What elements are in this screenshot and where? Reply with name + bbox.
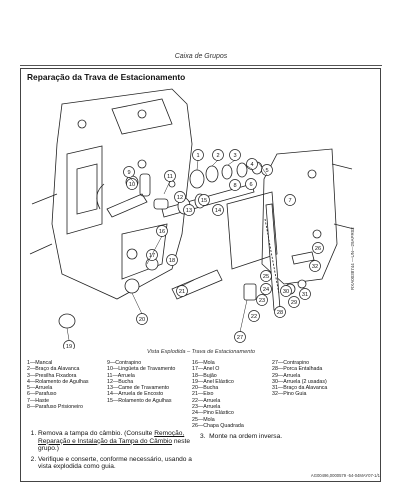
- legend-column-3: 16—Mola 17—Anel O 18—Bujão 19—Anel Elást…: [192, 360, 244, 429]
- legend-item: 2—Braço da Alavanca: [27, 366, 80, 373]
- legend-item: 4—Rolamento de Agulhas: [27, 378, 89, 385]
- step-3: 3. Monte na ordem inversa.: [200, 433, 283, 440]
- legend-item: 5—Arruela: [27, 385, 53, 392]
- legend-item: 22—Arruela: [192, 397, 221, 404]
- callout-10: 10: [129, 182, 135, 188]
- callout-28: 28: [277, 310, 283, 316]
- callout-17: 17: [149, 253, 155, 259]
- callout-19: 19: [66, 344, 72, 349]
- content-frame: [20, 68, 381, 482]
- legend-item: 31—Braço da Alavanca: [272, 385, 328, 392]
- legend-item: 1—Mancal: [27, 360, 53, 366]
- callout-12: 12: [177, 195, 183, 201]
- callout-24: 24: [263, 287, 269, 293]
- step-2: Verifique e conserte, conforme necessári…: [38, 456, 197, 471]
- legend-item: 13—Came de Travamento: [107, 385, 170, 392]
- callout-11: 11: [167, 174, 173, 180]
- header-rule: [20, 65, 382, 66]
- callout-30: 30: [283, 289, 289, 295]
- legend-item: 7—Haste: [27, 397, 50, 404]
- legend-item: 12—Bucha: [107, 378, 134, 385]
- callout-26: 26: [315, 246, 321, 252]
- legend-item: 24—Pino Elástico: [192, 410, 234, 417]
- leader-lines: [66, 159, 268, 341]
- legend-item: 9—Contrapino: [107, 360, 142, 366]
- callout-9: 9: [127, 170, 130, 176]
- callout-21: 21: [179, 289, 185, 295]
- figure-caption: Vista Explodida – Trava de Estacionament…: [146, 349, 255, 355]
- legend-column-1: 1—Mancal 2—Braço da Alavanca 3—Presilha …: [27, 360, 89, 410]
- callout-14: 14: [215, 208, 221, 214]
- callout-20: 20: [139, 317, 145, 323]
- callout-13: 13: [186, 208, 192, 214]
- legend-item: 17—Anel O: [192, 366, 220, 373]
- callout-23: 23: [259, 298, 265, 304]
- legend-item: 3—Presilha Fixadora: [27, 372, 77, 379]
- callout-3: 3: [233, 153, 236, 159]
- housing-outline: [29, 88, 193, 300]
- callout-2: 2: [216, 153, 219, 159]
- legend-item: 30—Arruela (2 usadas): [272, 378, 327, 385]
- legend-item: 28—Porca Entalhada: [272, 366, 323, 373]
- page-title: Reparação da Trava de Estacionamento: [27, 72, 186, 82]
- cross-reference-link[interactable]: Remoção, Reparação e Instalação da Tampa…: [38, 430, 185, 445]
- legend-item: 25—Mola: [192, 416, 215, 423]
- legend-item: 23—Arruela: [192, 404, 221, 411]
- callout-29: 29: [291, 300, 297, 306]
- legend-column-4: 27—Contrapino 28—Porca Entalhada 29—Arru…: [272, 360, 327, 398]
- callout-bubbles: 1 2 3 4 5 6 7 8 9 10 11 12 13 14 15 16 1…: [63, 149, 324, 349]
- section-header: Caixa de Grupos: [174, 53, 228, 60]
- legend-item: 29—Arruela: [272, 372, 301, 379]
- callout-7: 7: [288, 198, 291, 204]
- legend-item: 15—Rolamento de Agulhas: [107, 397, 172, 404]
- callout-22: 22: [251, 314, 257, 320]
- procedure-steps: Remova a tampa do câmbio. (Consulte Remo…: [27, 430, 197, 474]
- lever-arm: [96, 159, 148, 218]
- step-1: Remova a tampa do câmbio. (Consulte Remo…: [38, 430, 197, 453]
- legend-item: 27—Contrapino: [272, 360, 310, 366]
- callout-27: 27: [237, 335, 243, 341]
- callout-15: 15: [201, 198, 207, 204]
- legend-item: 18—Bujão: [192, 372, 217, 379]
- callout-18: 18: [169, 258, 175, 264]
- callout-6: 6: [249, 182, 252, 188]
- figure-side-code: RXA0038744 —UN—29APR02: [350, 227, 355, 290]
- legend-item: 11—Arruela: [107, 372, 135, 379]
- callout-5: 5: [265, 168, 268, 174]
- legend-item: 21—Eixo: [192, 391, 214, 398]
- legend-item: 32—Pino Guia: [272, 391, 307, 398]
- legend-item: 8—Parafuso Prisioneiro: [27, 404, 83, 411]
- callout-25: 25: [263, 274, 269, 280]
- legend-item: 14—Arruela de Encosto: [107, 391, 164, 398]
- legend-item: 20—Bucha: [192, 385, 219, 392]
- legend-item: 19—Anel Elástico: [192, 378, 234, 385]
- legend-column-2: 9—Contrapino 10—Lingüeta de Travamento 1…: [107, 360, 175, 404]
- legend-item: 26—Chapa Quadrada: [192, 422, 244, 429]
- legend-item: 10—Lingüeta de Travamento: [107, 366, 176, 373]
- exploded-view-diagram: 1 2 3 4 5 6 7 8 9 10 11 12 13 14 15 16 1…: [29, 88, 355, 349]
- callout-1: 1: [196, 153, 199, 159]
- callout-16: 16: [159, 229, 165, 235]
- legend-item: 6—Parafuso: [27, 391, 57, 398]
- legend-item: 16—Mola: [192, 360, 215, 366]
- callout-31: 31: [302, 292, 308, 298]
- callout-4: 4: [250, 162, 253, 168]
- document-footer-code: AG00496,0000579 -54-04MAY07-1/1: [310, 473, 380, 478]
- callout-8: 8: [233, 183, 236, 189]
- callout-32: 32: [312, 264, 318, 270]
